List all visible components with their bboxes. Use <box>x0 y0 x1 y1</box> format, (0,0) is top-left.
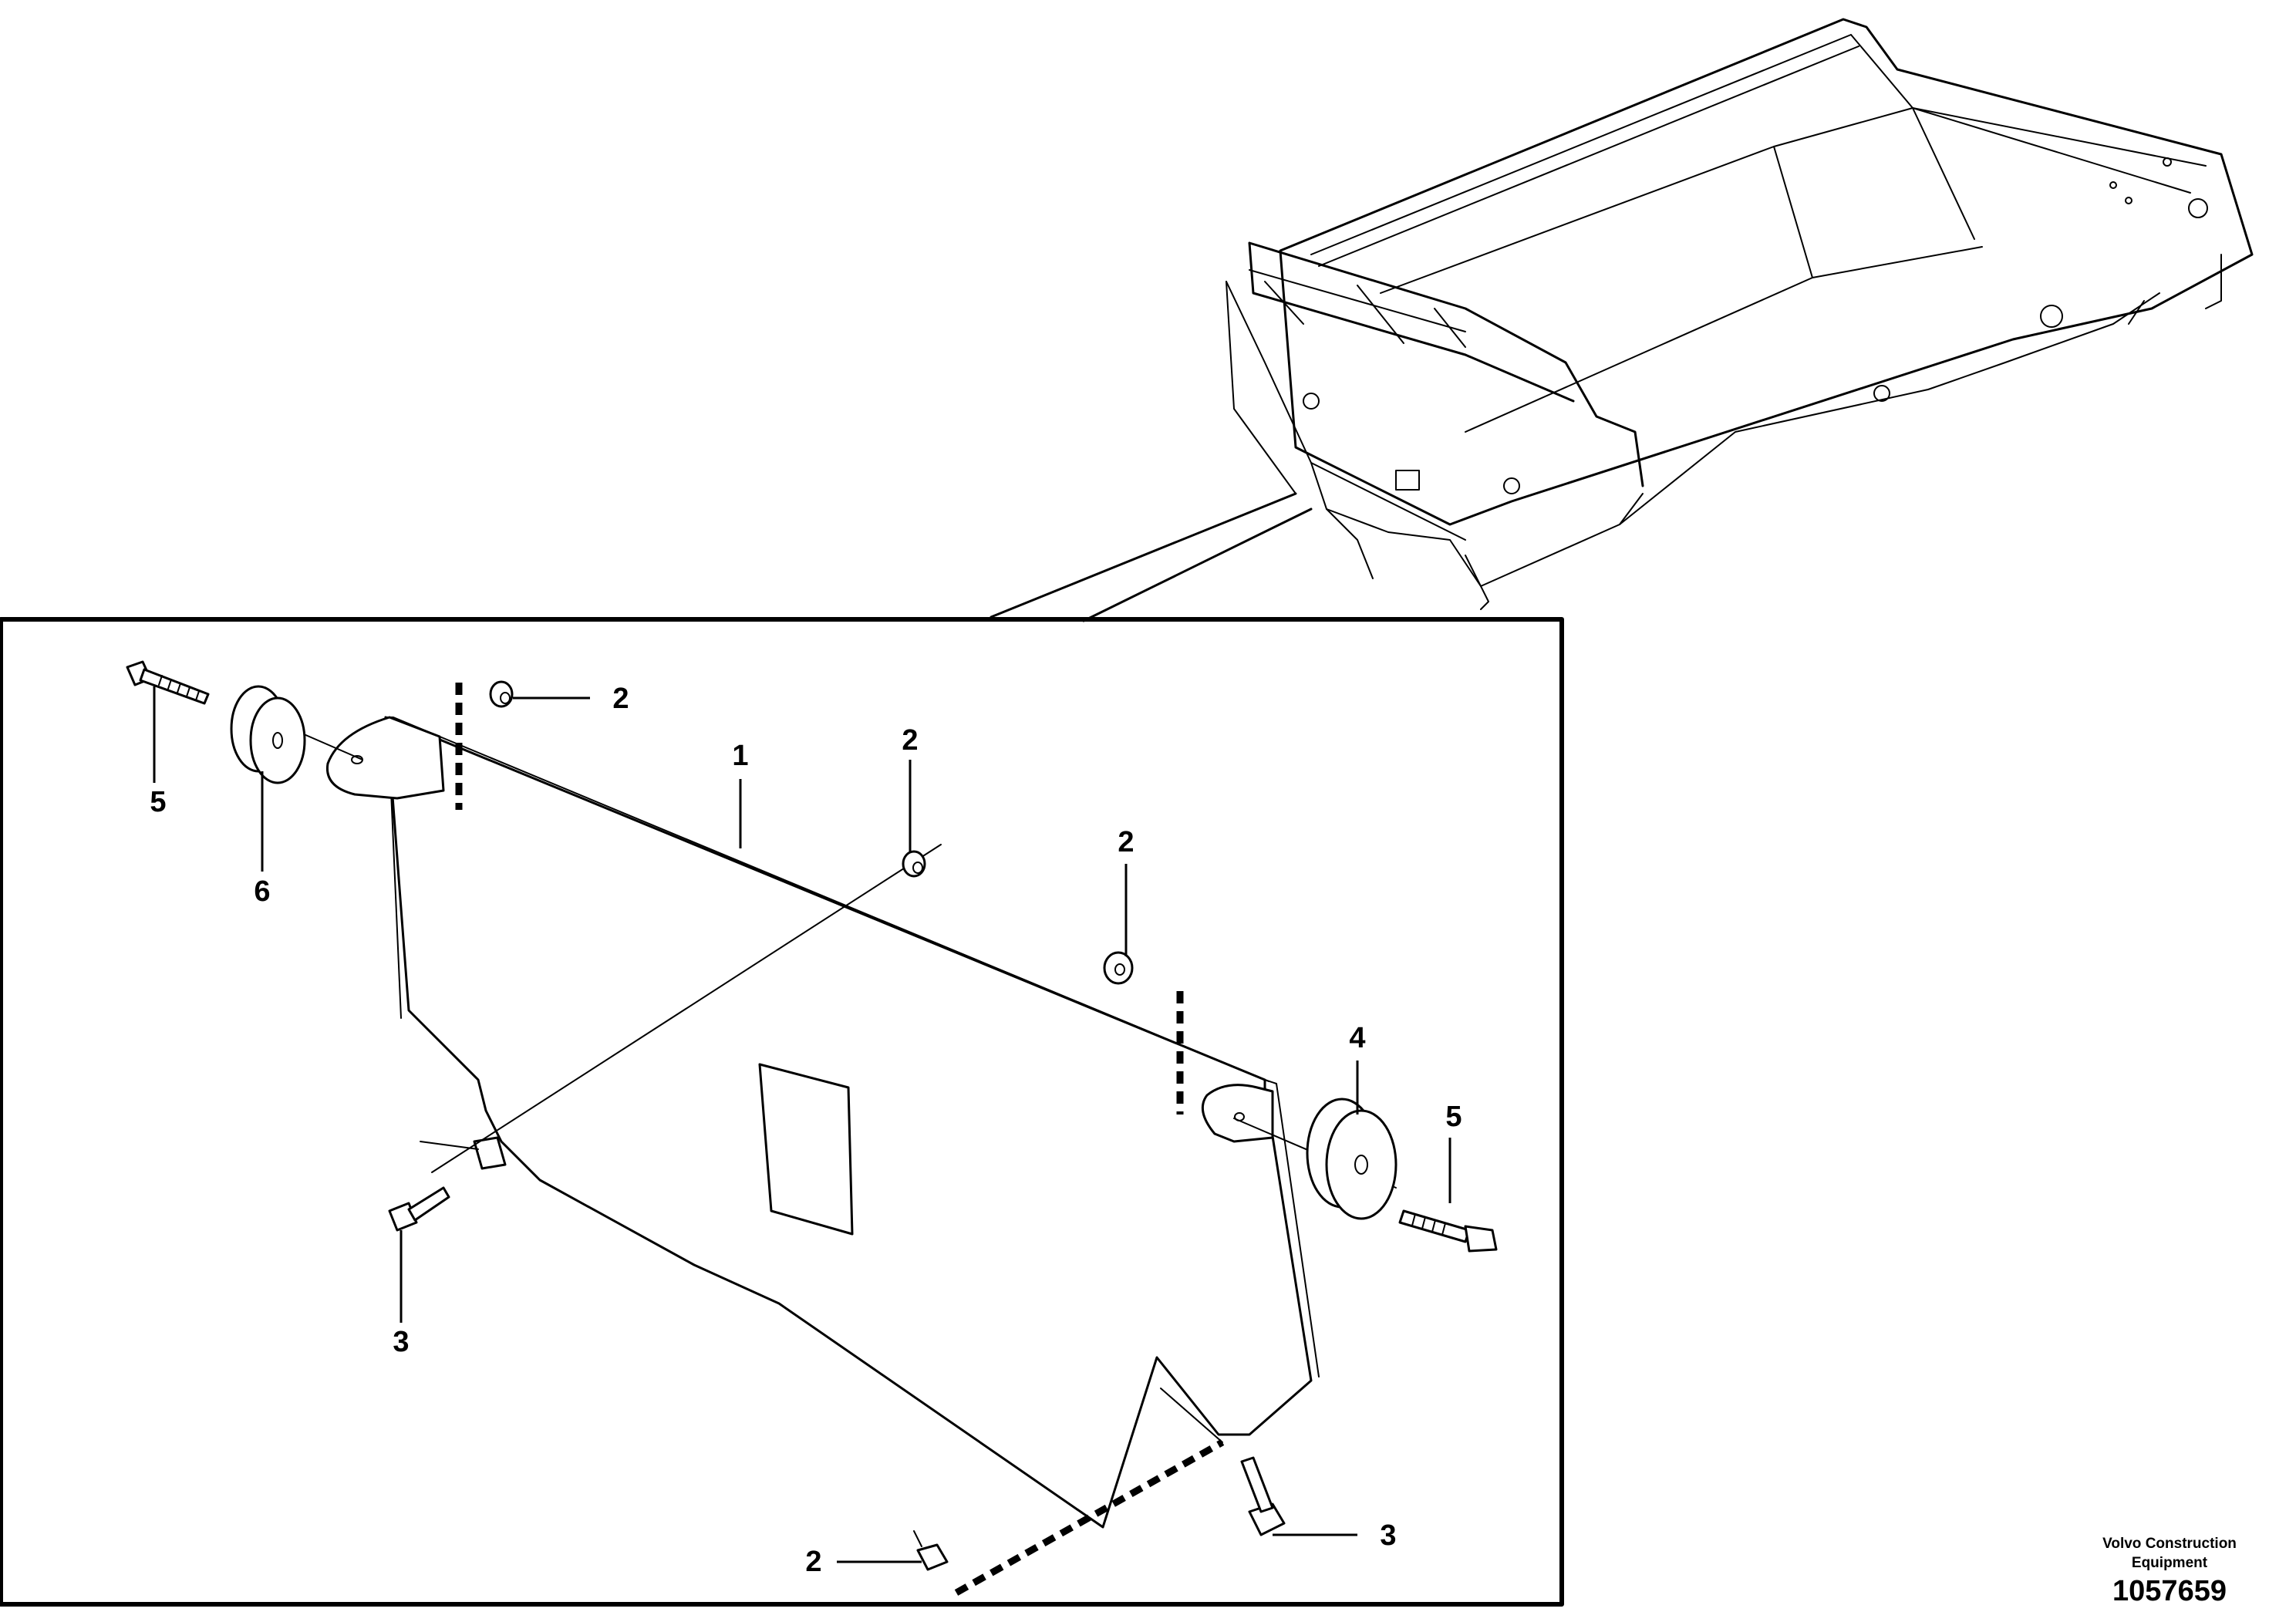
callout-2-top: 2 <box>612 683 629 715</box>
washer-right <box>1306 1098 1397 1220</box>
bolt-bottom-left <box>388 1186 450 1232</box>
callout-2-middle: 2 <box>902 724 918 757</box>
caption-company-line2: Equipment <box>2132 1555 2208 1571</box>
nut-bottom <box>913 1530 949 1571</box>
washer-right-top <box>1103 951 1134 985</box>
callout-2-bottom: 2 <box>805 1546 821 1578</box>
left-bracket <box>325 716 445 800</box>
bolt-right <box>1398 1209 1498 1253</box>
detail-frame <box>0 617 1564 1607</box>
detail-pointer-line <box>990 492 1297 619</box>
callout-3-left: 3 <box>393 1326 409 1358</box>
callout-4: 4 <box>1349 1022 1365 1054</box>
callout-3-right: 3 <box>1380 1519 1396 1552</box>
nut-middle <box>902 850 926 878</box>
callout-5-right: 5 <box>1445 1101 1462 1133</box>
detail-pointer-line <box>1082 508 1313 622</box>
nut-top <box>489 680 514 708</box>
dump-body-overview <box>1226 18 2254 610</box>
bolt-bottom-right <box>1240 1456 1286 1536</box>
cover-panel <box>325 716 1320 1529</box>
washer-top-left <box>230 685 306 784</box>
callout-5-left: 5 <box>150 786 166 818</box>
callout-2-right: 2 <box>1118 826 1134 858</box>
callout-1: 1 <box>732 740 748 772</box>
document-number: 1057659 <box>2112 1575 2227 1607</box>
callout-6: 6 <box>254 875 270 908</box>
panel-window <box>758 1063 854 1236</box>
bolt-top-left <box>126 660 210 705</box>
caption-company-line1: Volvo Construction <box>2102 1536 2237 1552</box>
